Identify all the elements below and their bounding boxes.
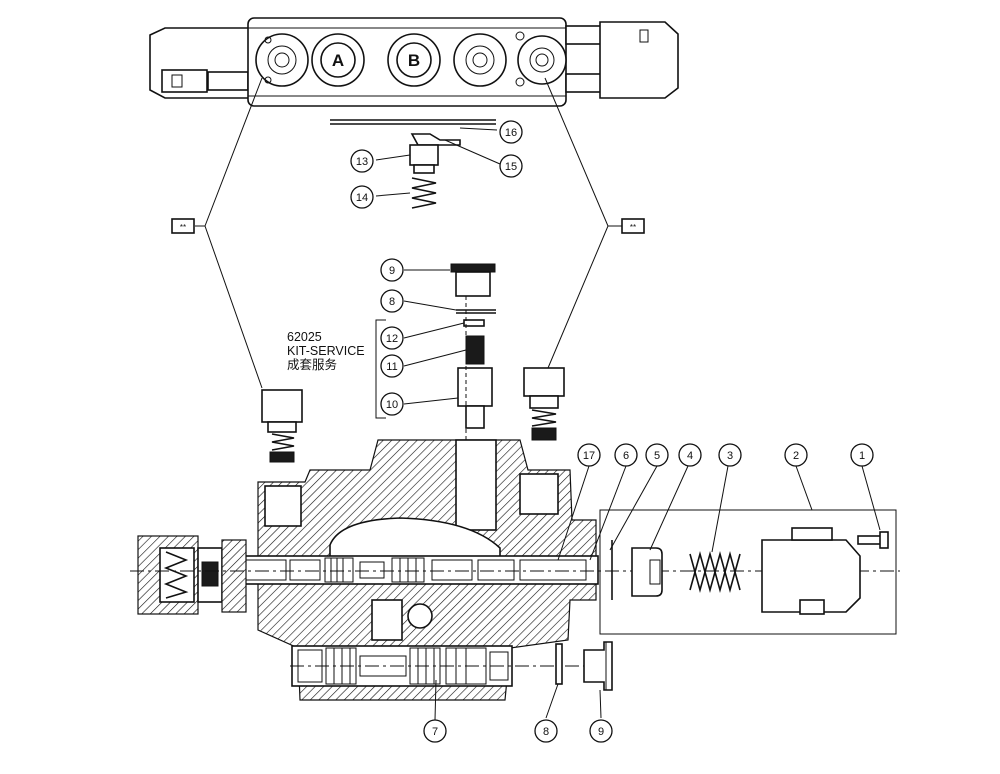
callout-2: 2 [784,443,808,467]
kit-title: KIT-SERVICE [287,344,365,358]
service-kit-label: 62025 KIT-SERVICE 成套服务 [287,330,365,372]
callout-17: 17 [577,443,601,467]
callout-13: 13 [350,149,374,173]
svg-text:4: 4 [687,450,693,462]
svg-text:16: 16 [505,127,517,139]
callout-11: 11 [380,354,404,378]
callout-5: 5 [645,443,669,467]
svg-text:**: ** [180,223,186,232]
svg-text:6: 6 [623,450,629,462]
callout-9-top: 9 [380,258,404,282]
svg-text:7: 7 [432,726,438,738]
svg-text:5: 5 [654,450,660,462]
callout-3: 3 [718,443,742,467]
valve-body-section [137,439,599,701]
leader-lines [195,77,881,721]
callout-16: 16 [499,120,523,144]
left-cartridge [261,389,303,463]
tag-right: ** [621,218,645,234]
svg-text:8: 8 [543,726,549,738]
svg-text:3: 3 [727,450,733,462]
top-view-valve-body [149,17,679,107]
callout-4: 4 [678,443,702,467]
callout-9-bottom: 9 [589,719,613,743]
svg-text:17: 17 [583,450,595,462]
svg-text:1: 1 [859,450,865,462]
callout-8-bottom: 8 [534,719,558,743]
kit-number: 62025 [287,330,322,344]
svg-text:9: 9 [598,726,604,738]
svg-text:12: 12 [386,333,398,345]
svg-text:10: 10 [386,399,398,411]
callout-14: 14 [350,185,374,209]
right-cartridge [523,367,565,441]
tag-left: ** [171,218,195,234]
callout-1: 1 [850,443,874,467]
callout-8-top: 8 [380,289,404,313]
svg-text:**: ** [630,223,636,232]
svg-text:2: 2 [793,450,799,462]
svg-text:9: 9 [389,265,395,277]
callout-7: 7 [423,719,447,743]
callout-12: 12 [380,326,404,350]
callout-15: 15 [499,154,523,178]
solenoid-assembly [599,509,897,635]
svg-text:11: 11 [386,361,397,373]
svg-text:14: 14 [356,192,368,204]
parts-13-16 [330,119,496,209]
svg-text:15: 15 [505,161,517,173]
bottom-parts-8-9 [555,641,613,691]
port-a-label: A [332,51,344,70]
parts-8-12 [375,263,496,429]
kit-title-cn: 成套服务 [287,358,338,372]
port-b-label: B [408,51,420,70]
callout-10: 10 [380,392,404,416]
callout-6: 6 [614,443,638,467]
svg-text:13: 13 [356,156,368,168]
svg-text:8: 8 [389,296,395,308]
